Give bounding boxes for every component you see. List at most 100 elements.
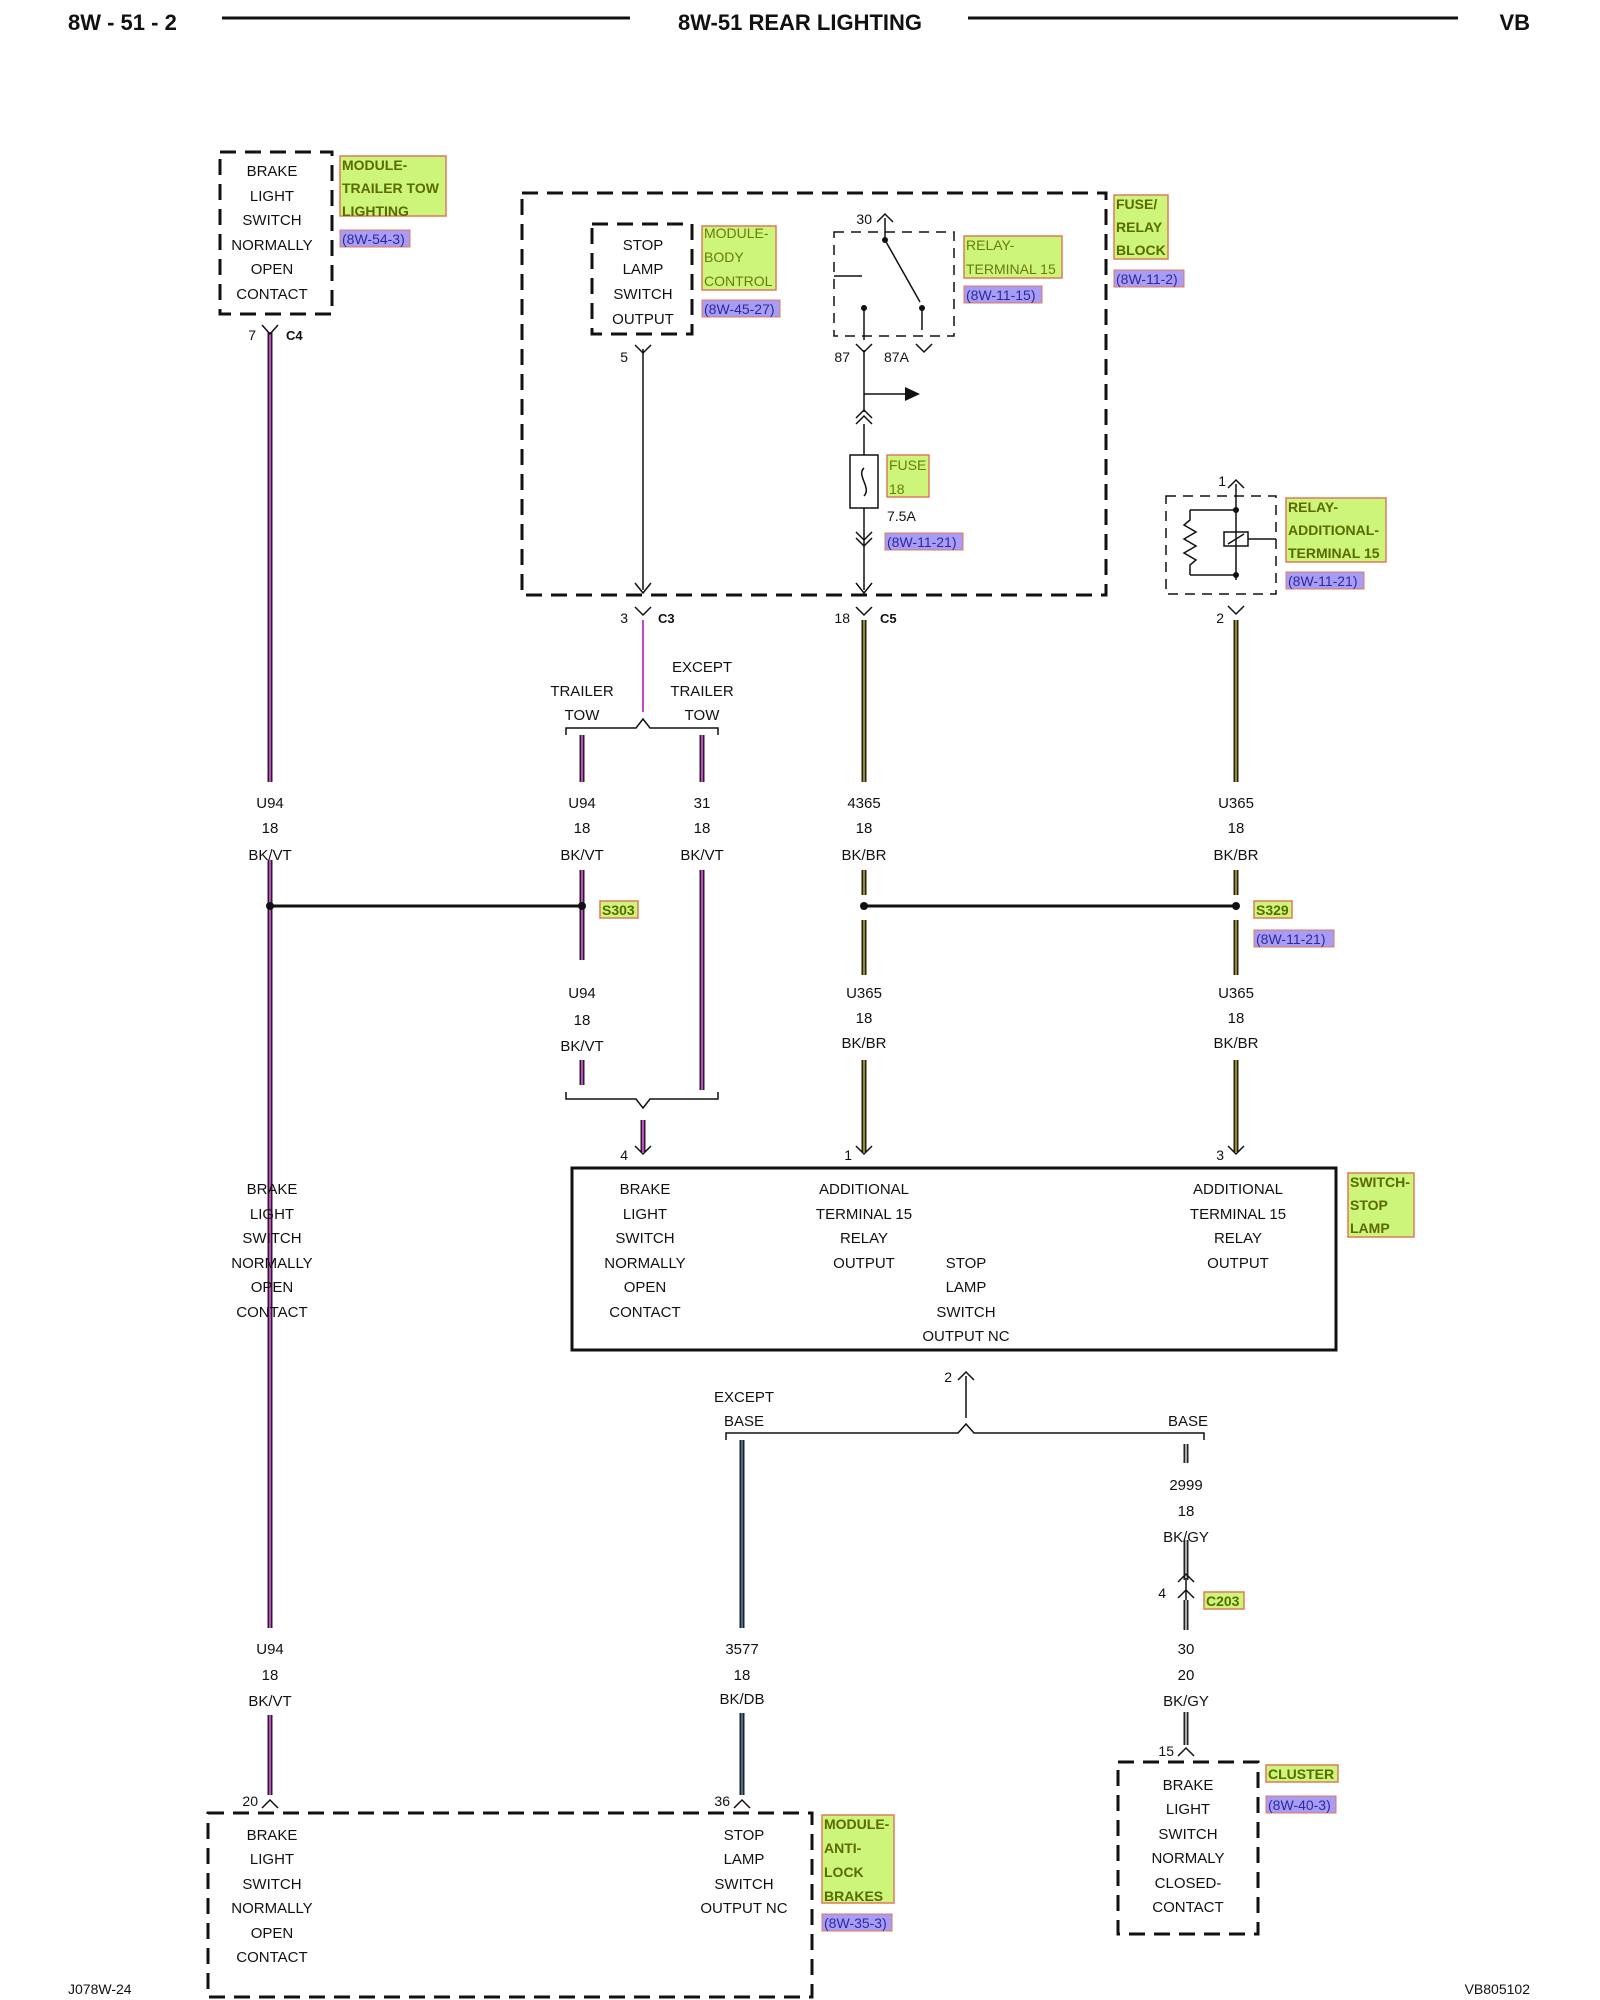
component-tag: CONTROL <box>704 273 773 289</box>
connector-symbol <box>261 1798 279 1809</box>
component-tag-box <box>339 155 447 217</box>
pin-number: 18 <box>834 610 850 626</box>
label-line: ADDITIONAL <box>819 1181 909 1198</box>
component-tag: MODULE- <box>824 1816 890 1832</box>
ref-link-box[interactable] <box>1253 929 1335 948</box>
label-line: LAMP <box>724 1851 765 1868</box>
ref-link-box[interactable] <box>821 1913 893 1932</box>
connector-symbol <box>733 1798 751 1809</box>
label-line: STOP <box>623 237 664 254</box>
pin-number: 4 <box>1158 1585 1166 1601</box>
splice-s329-label: S329 <box>1256 902 1289 918</box>
option-label: TOW <box>565 707 601 724</box>
wire-color: BK/BR <box>841 1035 886 1052</box>
ref-link-box[interactable] <box>1265 1795 1337 1814</box>
cluster-module: 15 BRAKE LIGHT SWITCH NORMALY CLOSED- CO… <box>1116 1743 1339 1936</box>
ref-link[interactable]: (8W-45-27) <box>704 301 775 317</box>
connector-symbol <box>855 1145 873 1156</box>
component-tag: TRAILER TOW <box>342 180 440 196</box>
ref-link[interactable]: (8W-40-3) <box>1268 1797 1331 1813</box>
label-line: BRAKE <box>247 1181 298 1198</box>
pin-number: 7 <box>248 327 256 343</box>
component-tag-box <box>1347 1172 1415 1238</box>
ref-link-box[interactable] <box>884 532 964 551</box>
component-tag: BLOCK <box>1116 242 1166 258</box>
relay-coil-mark <box>1227 533 1245 545</box>
left-wire-label: BRAKE LIGHT SWITCH NORMALLY OPEN CONTACT <box>231 1181 312 1321</box>
label-line: NORMALLY <box>231 237 312 254</box>
pin-number: 3 <box>620 610 628 626</box>
page-title: 8W-51 REAR LIGHTING <box>678 10 922 35</box>
ref-link-box[interactable] <box>1113 269 1185 288</box>
wire-color: BK/GY <box>1163 1529 1209 1546</box>
component-tag: BRAKES <box>824 1888 883 1904</box>
ref-link-box[interactable] <box>339 229 411 248</box>
wire-label-w5: U365 18 BK/BR <box>1213 795 1258 864</box>
label-line: NORMALLY <box>231 1255 312 1272</box>
wire-color: BK/VT <box>248 1693 291 1710</box>
pin-number: 2 <box>1216 610 1224 626</box>
wire-label-w7: U365 18 BK/BR <box>841 985 886 1052</box>
label-line: TERMINAL 15 <box>1190 1206 1286 1223</box>
connector-tag-box <box>1203 1591 1245 1610</box>
ref-link-box[interactable] <box>701 299 781 318</box>
connector-c3: 3 C3 <box>620 606 675 626</box>
component-tag: CLUSTER <box>1268 1766 1334 1782</box>
component-tag-box <box>1265 1764 1339 1783</box>
label-line: OUTPUT NC <box>922 1328 1009 1345</box>
label-line: SWITCH <box>242 1230 301 1247</box>
ref-link-box[interactable] <box>1285 571 1365 590</box>
connector-symbol <box>1227 1145 1245 1156</box>
option-label: BASE <box>1168 1413 1208 1430</box>
ref-link[interactable]: (8W-11-21) <box>1256 931 1326 947</box>
branch-arrow <box>905 387 920 401</box>
label-line: OPEN <box>624 1279 667 1296</box>
label-line: SWITCH <box>242 212 301 229</box>
wire-circuit: 30 <box>1178 1641 1195 1658</box>
wire-label-w12: 30 20 BK/GY <box>1163 1641 1209 1710</box>
connector-symbol <box>855 414 873 425</box>
pin-number: 87A <box>884 349 910 365</box>
wire-gauge: 20 <box>1178 1667 1195 1684</box>
label-line: LIGHT <box>250 1851 294 1868</box>
stop-lamp-switch-box <box>570 1166 1338 1352</box>
label-line: BRAKE <box>1163 1777 1214 1794</box>
label-line: STOP <box>946 1255 987 1272</box>
arrow-head <box>634 582 652 595</box>
stop-lamp-switch: 4 1 3 BRAKE LIGHT SWITCH NORMALLY OPEN C… <box>570 1145 1415 1418</box>
ref-link[interactable]: (8W-35-3) <box>824 1915 887 1931</box>
connector-symbol <box>915 343 933 354</box>
label-line: NORMALY <box>1151 1850 1224 1867</box>
wire-label-w9: 2999 18 BK/GY <box>1163 1477 1209 1546</box>
connector-id: C203 <box>1206 1593 1240 1609</box>
label-line: OPEN <box>251 1279 294 1296</box>
relay-additional-box <box>1165 495 1277 595</box>
connector-c203: 4 C203 <box>1158 1572 1245 1610</box>
ref-link-box[interactable] <box>963 285 1043 304</box>
wire-label-w4: 4365 18 BK/BR <box>841 795 886 864</box>
wire-circuit: 4365 <box>847 795 880 812</box>
label-line: SWITCH <box>615 1230 674 1247</box>
splice-dot-center <box>860 902 868 910</box>
relay-pivot <box>882 237 888 243</box>
connector-id: C5 <box>880 611 897 626</box>
ref-link[interactable]: (8W-11-2) <box>1116 271 1178 287</box>
ref-link[interactable]: (8W-11-21) <box>1288 573 1358 589</box>
component-tag: MODULE- <box>704 225 769 241</box>
component-tag-box <box>1285 497 1387 563</box>
ref-link[interactable]: (8W-11-21) <box>887 534 957 550</box>
connector-symbol <box>1177 1572 1195 1583</box>
ref-link[interactable]: (8W-11-15) <box>966 287 1036 303</box>
label-line: OUTPUT <box>833 1255 895 1272</box>
ref-link[interactable]: (8W-54-3) <box>342 231 405 247</box>
option-label: EXCEPT <box>714 1389 774 1406</box>
component-tag: LOCK <box>824 1864 864 1880</box>
label-line: OUTPUT <box>1207 1255 1269 1272</box>
abs-module: 20 36 BRAKE LIGHT SWITCH NORMALLY OPEN C… <box>206 1793 895 1999</box>
fuse-relay-block-box <box>520 191 1108 597</box>
wire-gauge: 18 <box>574 820 591 837</box>
splice-dot-s329 <box>1232 902 1240 910</box>
label-line: SWITCH <box>242 1876 301 1893</box>
wire-label-w2: U94 18 BK/VT <box>560 795 603 864</box>
